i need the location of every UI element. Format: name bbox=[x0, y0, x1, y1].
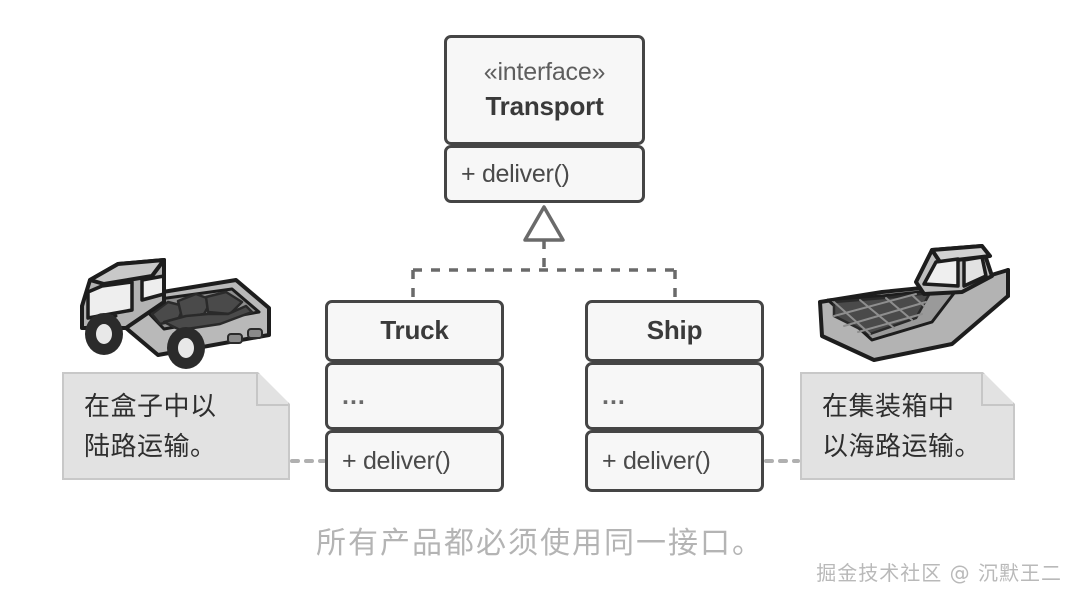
note-fold-icon bbox=[983, 372, 1015, 404]
truck-attributes-compartment: ... bbox=[325, 362, 504, 430]
interface-name: Transport bbox=[485, 90, 604, 121]
truck-header: Truck bbox=[325, 300, 504, 362]
note-right-line-1: 在集装箱中 bbox=[822, 390, 955, 421]
note-left-line-2: 陆路运输。 bbox=[84, 431, 217, 461]
ship-header: Ship bbox=[585, 300, 764, 362]
realization-triangle bbox=[523, 205, 565, 242]
ship-operation-deliver: + deliver() bbox=[602, 446, 711, 475]
ship-attributes-compartment: ... bbox=[585, 362, 764, 430]
note-fold-icon bbox=[258, 372, 290, 404]
watermark-text: 掘金技术社区 @ 沉默王二 bbox=[816, 561, 1062, 585]
note-ship-description: 在集装箱中 以海路运输。 bbox=[800, 372, 1015, 480]
diagram-caption: 所有产品都必须使用同一接口。 bbox=[316, 527, 764, 560]
truck-operation-deliver: + deliver() bbox=[342, 446, 451, 475]
note-left-line-1: 在盒子中以 bbox=[84, 390, 217, 421]
ship-illustration-icon bbox=[818, 244, 1010, 362]
ship-class-name: Ship bbox=[646, 315, 703, 346]
interface-operation-deliver: + deliver() bbox=[461, 159, 570, 188]
truck-operations-compartment: + deliver() bbox=[325, 430, 504, 492]
note-fold-edge-icon bbox=[256, 372, 290, 406]
truck-class-name: Truck bbox=[380, 315, 449, 346]
note-truck-description: 在盒子中以 陆路运输。 bbox=[62, 372, 290, 480]
ship-operations-compartment: + deliver() bbox=[585, 430, 764, 492]
truck-illustration-icon bbox=[80, 258, 271, 369]
ship-attributes-ellipsis: ... bbox=[602, 382, 626, 410]
interface-operations-compartment: + deliver() bbox=[444, 145, 645, 203]
interface-header: «interface» Transport bbox=[444, 35, 645, 145]
note-fold-edge-icon bbox=[981, 372, 1015, 406]
interface-stereotype: «interface» bbox=[483, 58, 606, 87]
truck-attributes-ellipsis: ... bbox=[342, 382, 366, 410]
note-right-line-2: 以海路运输。 bbox=[822, 431, 982, 461]
